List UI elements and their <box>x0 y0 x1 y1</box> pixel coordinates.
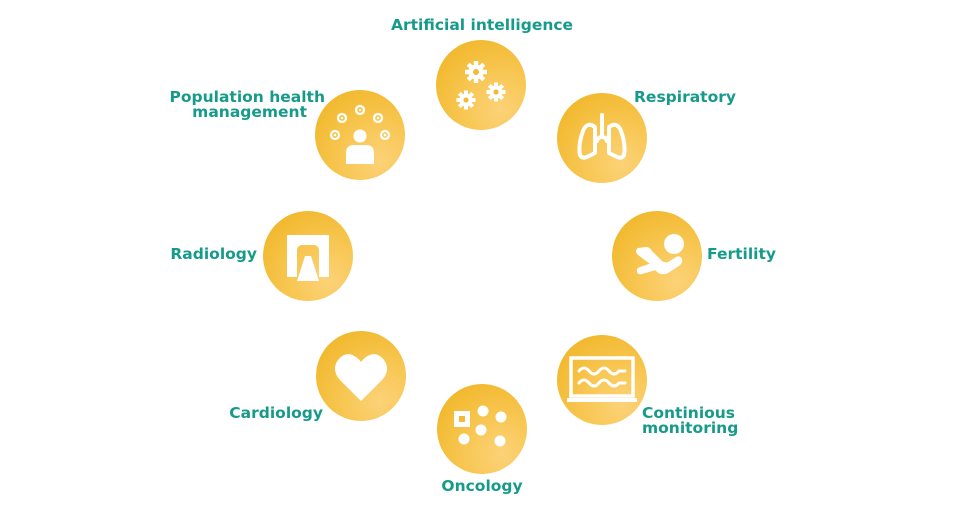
label-text: Radiology <box>170 245 257 263</box>
gears-icon <box>456 61 506 110</box>
node-continious-monitoring <box>557 335 647 425</box>
cells-icon <box>454 405 507 447</box>
population-icon <box>329 104 391 164</box>
label-line-2: monitoring <box>642 419 739 437</box>
lungs-icon <box>577 113 627 160</box>
label-text: Respiratory <box>634 88 736 106</box>
label-text: Fertility <box>707 245 776 263</box>
node-population-health-management <box>315 90 405 180</box>
node-oncology <box>437 384 527 474</box>
label-respiratory: Respiratory <box>634 88 754 106</box>
label-text: Oncology <box>441 477 523 495</box>
node-respiratory <box>557 93 647 183</box>
scanner-icon <box>287 235 329 281</box>
label-line-2: management <box>192 103 307 121</box>
baby-icon <box>636 234 684 275</box>
label-line-1: Continious <box>642 404 736 422</box>
node-radiology <box>263 211 353 301</box>
label-text: Cardiology <box>229 404 323 422</box>
label-population-health-management: Population health management <box>160 88 325 121</box>
node-artificial-intelligence <box>436 40 526 130</box>
label-artificial-intelligence: Artificial intelligence <box>391 16 574 34</box>
monitor-waveform-icon <box>567 356 637 402</box>
label-radiology: Radiology <box>150 245 257 263</box>
label-text: Artificial intelligence <box>391 16 574 34</box>
label-line-1: Population health <box>169 88 325 106</box>
node-fertility <box>612 211 702 301</box>
label-continious-monitoring: Continious monitoring <box>642 404 752 437</box>
label-fertility: Fertility <box>707 245 797 263</box>
label-cardiology: Cardiology <box>213 404 323 422</box>
label-oncology: Oncology <box>427 477 537 495</box>
heart-icon <box>334 354 388 401</box>
node-cardiology <box>316 331 406 421</box>
